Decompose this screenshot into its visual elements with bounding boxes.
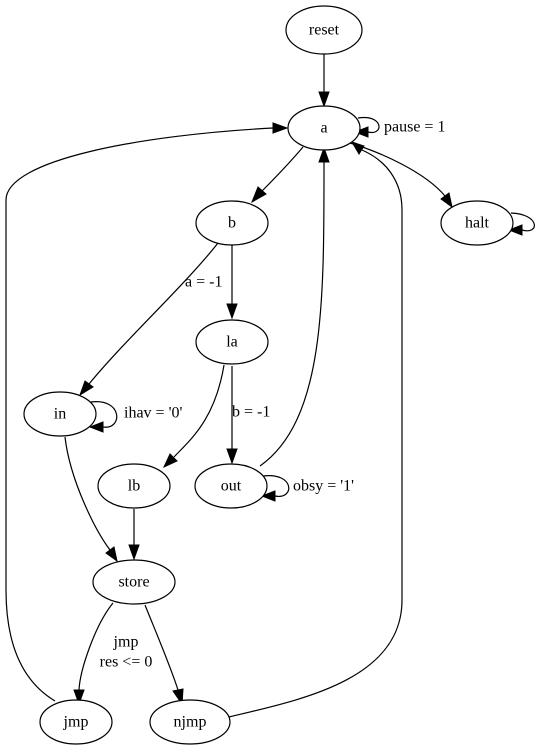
edge-a-self [353, 116, 380, 138]
edge-b-la [226, 245, 238, 320]
edge-label-out-self: obsy = '1' [293, 478, 354, 495]
edge-out-self [260, 475, 290, 502]
edge-halt-self [507, 212, 535, 236]
svg-text:la: la [226, 334, 238, 351]
node-lb: lb [97, 463, 171, 509]
edge-in-store [64, 436, 118, 563]
edge-la-out [226, 366, 238, 465]
edge-reset-a [318, 54, 330, 108]
edge-label-a-self: pause = 1 [384, 119, 445, 136]
edge-la-lb [162, 364, 225, 469]
edge-lb-store [128, 509, 140, 561]
svg-text:jmp: jmp [63, 714, 89, 731]
node-in: in [23, 391, 97, 437]
edge-jmp-a [5, 122, 289, 702]
svg-text:lb: lb [128, 478, 140, 495]
edge-store-jmp [73, 602, 114, 706]
edge-a-b [251, 146, 304, 204]
node-halt: halt [440, 200, 514, 246]
svg-text:store: store [118, 574, 149, 591]
node-la: la [195, 319, 269, 365]
edge-njmp-a [228, 141, 403, 718]
svg-text:halt: halt [465, 215, 490, 232]
node-out: out [194, 463, 268, 509]
edge-b-in [79, 242, 219, 397]
svg-text:reset: reset [309, 22, 340, 39]
svg-text:out: out [221, 478, 242, 495]
svg-text:a: a [320, 120, 327, 137]
node-store: store [92, 559, 176, 605]
edge-label-store-jmp-2: res <= 0 [100, 654, 153, 671]
node-jmp: jmp [39, 699, 113, 745]
node-njmp: njmp [149, 699, 231, 745]
node-reset: reset [285, 5, 363, 55]
svg-text:in: in [54, 406, 66, 423]
edge-out-a [259, 146, 330, 467]
node-b: b [195, 200, 269, 246]
edge-label-la-out: b = -1 [232, 404, 270, 421]
svg-text:b: b [228, 215, 236, 232]
edge-label-in-self: ihav = '0' [124, 405, 182, 422]
edge-in-self [88, 401, 118, 433]
node-a: a [287, 105, 361, 151]
svg-text:njmp: njmp [174, 714, 207, 731]
edge-label-store-jmp-1: jmp [113, 634, 139, 651]
edge-label-b-in: a = -1 [185, 274, 222, 291]
